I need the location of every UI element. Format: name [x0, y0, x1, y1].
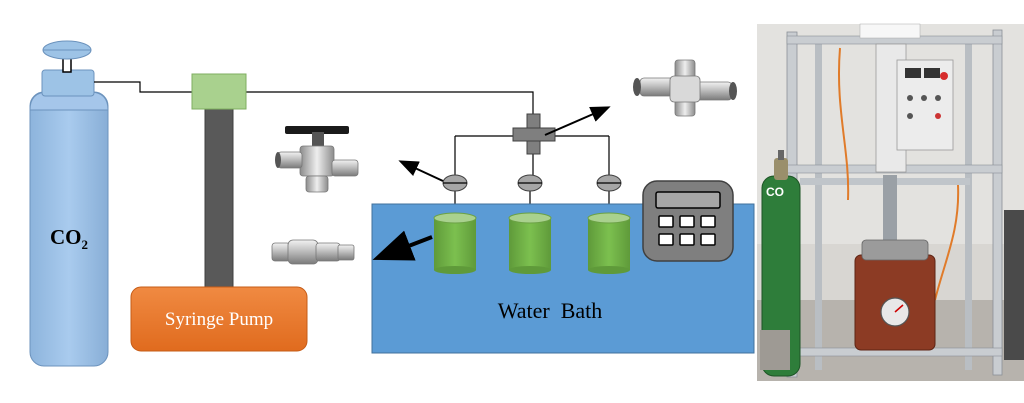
cross-fitting-icon: [633, 59, 737, 117]
valve-symbol-1: [442, 174, 468, 192]
reactor-vessel-2: [508, 212, 552, 274]
cylinder-label: CO2: [50, 225, 88, 252]
pipe-lines: [94, 81, 610, 212]
check-valve-icon: [271, 239, 355, 265]
gas-cylinder-icon: [29, 40, 109, 367]
bath-label: Water Bath: [498, 298, 603, 323]
ball-valve-icon: [275, 126, 359, 193]
reactor-vessel-3: [587, 212, 631, 274]
syringe-pump-icon: [130, 73, 308, 352]
reactor-vessel-1: [433, 212, 477, 274]
pointer-arrows: [372, 106, 611, 261]
controller-icon: [642, 180, 734, 262]
valve-symbol-2: [517, 174, 543, 192]
valve-symbol-3: [596, 174, 622, 192]
pump-label: Syringe Pump: [165, 309, 273, 330]
cross-fitting-symbol: [512, 113, 556, 155]
photo-cylinder-label: CO: [766, 185, 784, 199]
photo-apparatus: [757, 23, 1024, 381]
